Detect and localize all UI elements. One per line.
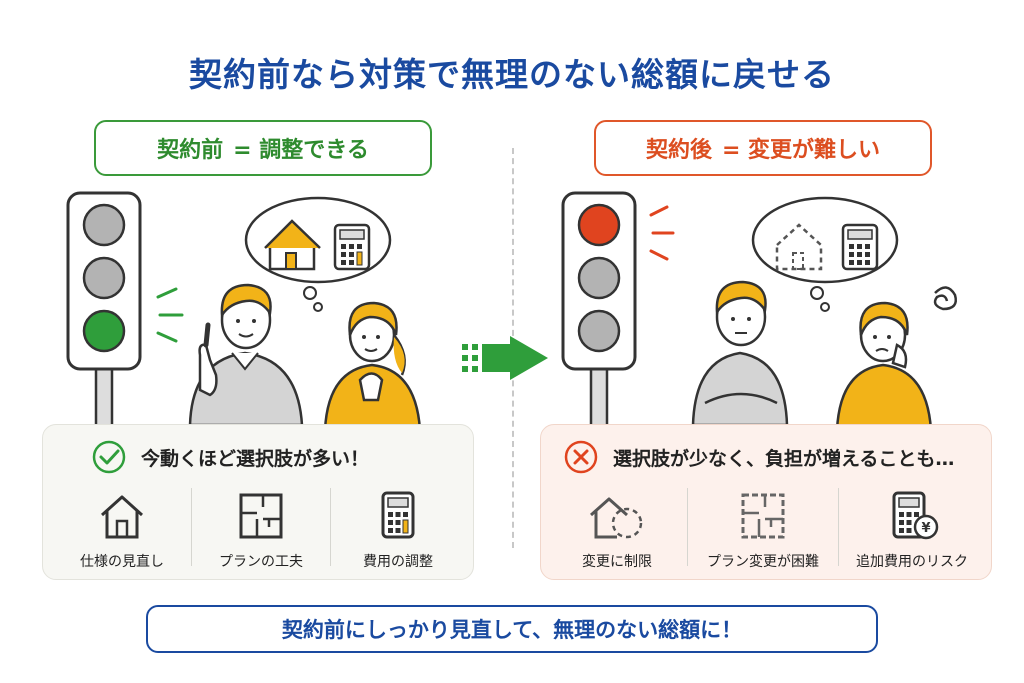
item-label: プランの工夫 xyxy=(219,554,303,570)
before-contract-badge: 契約前 = 調整できる xyxy=(94,120,432,176)
after-badge-main: 契約後 xyxy=(645,138,712,163)
after-contract-badge: 契約後 = 変更が難しい xyxy=(594,120,932,176)
thought-bubble-icon xyxy=(244,196,392,312)
cross-circle-icon xyxy=(564,440,598,474)
floor-plan-icon xyxy=(239,493,283,539)
floor-plan-icon xyxy=(741,493,785,539)
item-divider xyxy=(191,488,192,566)
item-extra-cost-risk: ¥ 追加費用のリスク xyxy=(839,483,985,571)
house-icon xyxy=(100,495,144,539)
woman-icon xyxy=(323,301,422,430)
calculator-yen-icon: ¥ xyxy=(892,491,939,540)
traffic-light-red-icon xyxy=(561,191,637,430)
before-badge-main: 契約前 xyxy=(157,138,224,163)
traffic-light-green-icon xyxy=(66,191,142,430)
after-options-panel: 選択肢が少なく、負担が増えることも… 変更に制限 プラン変更が困難 xyxy=(540,424,992,580)
item-divider xyxy=(687,488,688,566)
after-illustration xyxy=(561,191,957,430)
after-badge-sub: = 変更が難しい xyxy=(721,138,881,163)
before-badge-sub: = 調整できる xyxy=(233,138,369,163)
item-divider xyxy=(838,488,839,566)
before-options-panel: 今動くほど選択肢が多い！ 仕様の見直し プランの工夫 xyxy=(42,424,474,580)
item-divider xyxy=(330,488,331,566)
before-panel-heading: 今動くほど選択肢が多い！ xyxy=(141,447,370,470)
thought-bubble-icon xyxy=(751,196,899,312)
item-spec-review: 仕様の見直し xyxy=(53,483,191,571)
check-circle-icon xyxy=(92,440,126,474)
man-pointing-icon xyxy=(188,283,304,427)
man-crossed-arms-icon xyxy=(691,280,789,427)
woman-worried-icon xyxy=(835,301,933,430)
footer-message: 契約前にしっかり見直して、無理のない総額に！ xyxy=(146,605,878,653)
item-plan-idea: プランの工夫 xyxy=(192,483,330,571)
transition-arrow-icon xyxy=(462,336,548,380)
item-label: 変更に制限 xyxy=(582,554,652,570)
calculator-icon xyxy=(381,491,415,539)
before-illustration xyxy=(66,191,422,430)
item-change-limit: 変更に制限 xyxy=(547,483,687,571)
item-cost-adjust: 費用の調整 xyxy=(331,483,465,571)
item-label: 仕様の見直し xyxy=(80,554,164,570)
after-panel-header: 選択肢が少なく、負担が増えることも… xyxy=(563,439,954,475)
house-limit-icon xyxy=(590,497,643,539)
page-title: 契約前なら対策で無理のない総額に戻せる xyxy=(189,55,835,94)
item-label: 費用の調整 xyxy=(363,554,433,570)
dizzy-swirl-icon xyxy=(933,286,957,311)
after-panel-heading: 選択肢が少なく、負担が増えることも… xyxy=(613,447,955,470)
item-plan-change-difficult: プラン変更が困難 xyxy=(688,483,838,571)
svg-text:¥: ¥ xyxy=(921,521,930,536)
before-panel-header: 今動くほど選択肢が多い！ xyxy=(91,439,369,475)
item-label: プラン変更が困難 xyxy=(707,554,819,570)
item-label: 追加費用のリスク xyxy=(856,554,968,570)
